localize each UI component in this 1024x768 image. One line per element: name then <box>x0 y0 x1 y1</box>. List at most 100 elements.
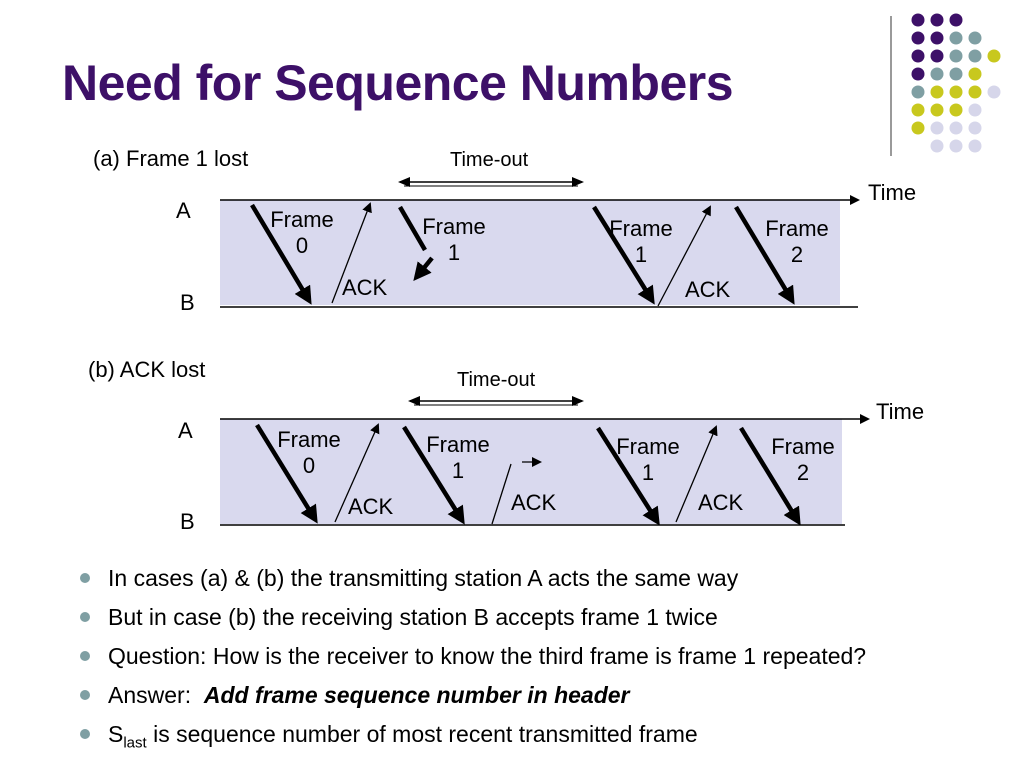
frame1-arrow-b <box>402 425 465 525</box>
frame2-arrow-b <box>739 426 801 526</box>
frame1-retx-label-b-word: Frame <box>616 434 680 459</box>
bullet-list: In cases (a) & (b) the transmitting stat… <box>76 562 866 757</box>
ack2-arrow-a <box>657 205 711 307</box>
frame2-label-a-num: 2 <box>790 242 804 268</box>
station-a-label-a: A <box>176 198 191 223</box>
bullet-item: Answer: Add frame sequence number in hea… <box>76 679 866 718</box>
frame2-label-b-num: 2 <box>796 460 810 486</box>
caption-a: (a) Frame 1 lost <box>93 146 249 171</box>
page-title: Need for Sequence Numbers <box>62 55 734 111</box>
frame0-arrow-a <box>250 203 312 305</box>
decorative-dot <box>949 121 963 135</box>
frame1-retx-arrow-b <box>596 426 660 526</box>
decorative-dot <box>911 121 925 135</box>
ack1-label-a: ACK <box>342 275 388 300</box>
decorative-dot <box>968 139 982 153</box>
decorative-dot <box>949 85 963 99</box>
band-b <box>220 419 842 524</box>
frame1-label-b-word: Frame <box>426 432 490 457</box>
frame1-lost-arrow-a <box>398 205 427 252</box>
frame0-label-b: Frame 0 <box>271 427 347 480</box>
decorative-dot <box>911 49 925 63</box>
ack1-arrow-b <box>334 423 380 523</box>
frame0-label-a: Frame 0 <box>264 207 340 260</box>
ack1-label-b: ACK <box>348 494 394 519</box>
ack1-arrow-a <box>331 202 372 304</box>
decorative-dot <box>911 13 925 27</box>
caption-b: (b) ACK lost <box>88 357 206 382</box>
decorative-dot <box>930 139 944 153</box>
frame1-label-a-num: 1 <box>447 240 461 266</box>
decorative-dot <box>911 103 925 117</box>
frame2-label-b: Frame 2 <box>765 434 841 487</box>
ack-lost-arrow-b <box>491 463 512 525</box>
bullet-item: In cases (a) & (b) the transmitting stat… <box>76 562 866 601</box>
decorative-dot <box>930 85 944 99</box>
frame1-label-a: Frame 1 <box>416 214 492 267</box>
diagram-b <box>220 396 870 526</box>
time-label-a: Time <box>868 180 917 205</box>
decorative-dot <box>949 49 963 63</box>
frame0-label-b-num: 0 <box>302 453 316 479</box>
answer-emphasis: Add frame sequence number in header <box>203 682 630 708</box>
bullet-item: Question: How is the receiver to know th… <box>76 640 866 679</box>
decorative-dot <box>930 67 944 81</box>
frame2-label-a: Frame 2 <box>759 216 835 269</box>
station-b-label-b: B <box>180 509 195 534</box>
frame0-arrow-b <box>255 423 318 524</box>
slast-sub: last <box>123 734 147 752</box>
ack2-label-a: ACK <box>685 277 731 302</box>
ack2-arrow-b <box>675 425 718 523</box>
timeout-label-a: Time-out <box>450 149 529 171</box>
decorative-dot <box>968 121 982 135</box>
decorative-dot <box>949 103 963 117</box>
slast-main: S <box>108 721 124 747</box>
time-label-b: Time <box>876 399 925 424</box>
decorative-dot <box>949 31 963 45</box>
frame1-retx-label-a: Frame 1 <box>603 216 679 269</box>
decorative-dot <box>930 49 944 63</box>
ack2-label-b: ACK <box>698 490 744 515</box>
frame1-label-b-num: 1 <box>451 458 465 484</box>
decorative-dot <box>949 139 963 153</box>
answer-prefix: Answer: <box>108 682 204 708</box>
diagram-a <box>220 177 860 308</box>
frame1-label-b: Frame 1 <box>420 432 496 485</box>
decorative-dot <box>930 103 944 117</box>
frame1-retx-arrow-a <box>592 205 655 305</box>
frame1-retx-label-a-word: Frame <box>609 216 673 241</box>
decorative-dot <box>911 85 925 99</box>
decorative-dot <box>949 67 963 81</box>
bullet-item: But in case (b) the receiving station B … <box>76 601 866 640</box>
decorative-dot <box>949 13 963 27</box>
frame1-label-a-word: Frame <box>422 214 486 239</box>
decorative-dot <box>968 85 982 99</box>
station-b-label-a: B <box>180 290 195 315</box>
frame0-label-a-word: Frame <box>270 207 334 232</box>
decorative-dot <box>911 31 925 45</box>
frame1-retx-label-a-num: 1 <box>634 242 648 268</box>
slast-rest: is sequence number of most recent transm… <box>146 721 698 747</box>
decorative-vertical-line <box>890 16 892 156</box>
frame1-lost-tip-a <box>413 256 434 281</box>
decorative-dot <box>987 49 1001 63</box>
decorative-dot <box>930 13 944 27</box>
decorative-dot <box>911 67 925 81</box>
ack-lost-label-b: ACK <box>511 490 557 515</box>
decorative-dot <box>987 85 1001 99</box>
frame1-retx-label-b-num: 1 <box>641 460 655 486</box>
decorative-dot <box>930 121 944 135</box>
band-a <box>220 200 840 305</box>
frame1-retx-label-b: Frame 1 <box>610 434 686 487</box>
decorative-dot <box>968 31 982 45</box>
frame2-label-b-word: Frame <box>771 434 835 459</box>
frame0-label-b-word: Frame <box>277 427 341 452</box>
frame2-arrow-a <box>734 205 795 305</box>
bullet-item: Slast is sequence number of most recent … <box>76 718 866 757</box>
frame0-label-a-num: 0 <box>295 233 309 259</box>
decorative-dot <box>968 67 982 81</box>
decorative-dot <box>968 103 982 117</box>
decorative-dot <box>968 49 982 63</box>
frame2-label-a-word: Frame <box>765 216 829 241</box>
station-a-label-b: A <box>178 418 193 443</box>
